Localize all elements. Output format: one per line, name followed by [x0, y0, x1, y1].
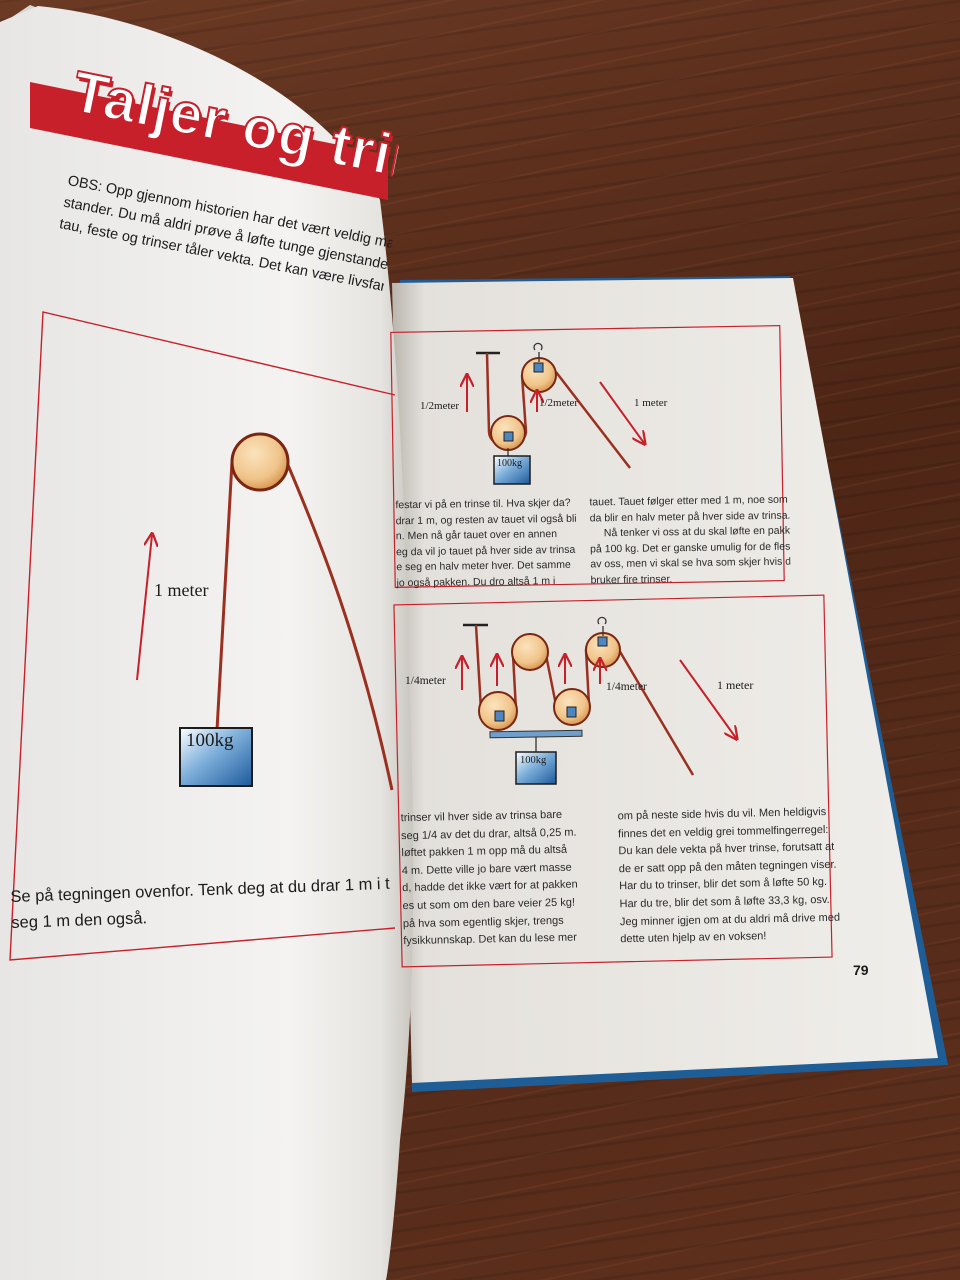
left-rope-right [283, 457, 394, 791]
left-figure-frame [9, 311, 396, 961]
left-figure-weight-label: 100kg [186, 730, 234, 751]
rt-weight-label: 100kg [497, 458, 522, 469]
right-top-figure-frame [390, 325, 785, 588]
text-line: n. Men nå går tauet over en annen [395, 528, 558, 543]
left-page [0, 6, 414, 1280]
rb-pulley-2 [511, 633, 549, 671]
rb-label-right: 1 meter [717, 678, 754, 692]
rb-text-right: om på neste side hvis du vil. Men heldig… [618, 804, 841, 949]
rt-rope-1 [485, 352, 491, 433]
left-up-arrow [136, 535, 152, 681]
rt-label-left: 1/2meter [420, 400, 460, 412]
rt-weight [493, 455, 531, 485]
rb-weight [515, 751, 557, 785]
rb-label-left: 1/4meter [405, 675, 446, 687]
text-line: jo også pakken. Du dro altså 1 m i [396, 574, 556, 589]
right-top-pulley-figure [467, 342, 644, 485]
text-line: bruker fire trinser. [590, 572, 673, 586]
page-number: 79 [853, 962, 869, 978]
rb-weight-label: 100kg [520, 755, 547, 766]
rt-label-right: 1 meter [634, 397, 668, 409]
rt-text-left: festar vi på en trinse til. Hva skjer da… [395, 496, 580, 592]
left-pulley [230, 432, 290, 492]
rb-text-left: trinser vil hver side av trinsa bare seg… [401, 806, 612, 951]
text-line: av oss, men vi skal se hva som skjer hvi… [590, 555, 791, 571]
text-line: e seg en halv meter hver. Det samme [396, 558, 571, 574]
left-pulley-figure [136, 432, 394, 791]
left-weight [179, 727, 253, 787]
text-line: festar vi på en trinse til. Hva skjer da… [395, 496, 571, 512]
rt-text-right: tauet. Tauet følger etter med 1 m, noe s… [589, 493, 790, 589]
left-rope-left [215, 461, 234, 731]
rt-label-mid: 1/2meter [539, 397, 579, 409]
left-figure-distance-label: 1 meter [154, 580, 209, 600]
rb-bar [489, 729, 583, 739]
right-bottom-pulley-figure [462, 616, 736, 785]
title-band [30, 82, 388, 200]
right-bottom-figure-frame [393, 594, 833, 968]
rb-label-mid: 1/4meter [606, 681, 647, 693]
rt-rope-3 [555, 371, 631, 469]
